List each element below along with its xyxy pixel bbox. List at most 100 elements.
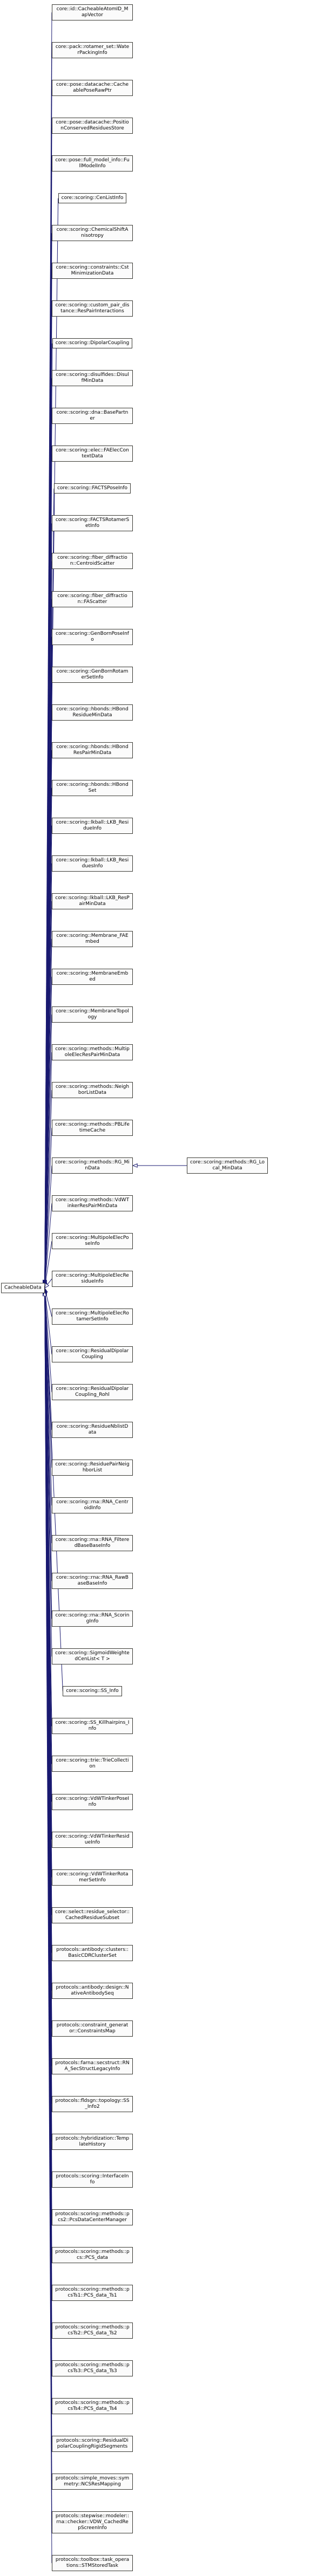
derived-class-node[interactable]: protocols::antibody::clusters::BasicCDRC… [52,1944,133,1961]
derived-class-row: core::scoring::hbonds::HBondResidueMinDa… [46,704,138,721]
derived-class-node[interactable]: core::scoring::ResidualDipolarCoupling [52,1346,133,1363]
derived-class-node[interactable]: core::pose::datacache::PositionConserved… [52,118,133,134]
derived-class-node[interactable]: core::scoring::ResidueNblistData [52,1422,133,1438]
derived-class-row: protocols::simple_moves::symmetry::NCSRe… [46,2474,138,2490]
derived-class-row: core::scoring::fiber_diffraction::Centro… [46,553,138,570]
derived-class-row: core::scoring::FACTSPoseInfo [46,483,138,494]
derived-class-node[interactable]: core::scoring::SS_Info [63,1686,122,1697]
derived-class-node[interactable]: protocols::scoring::methods::pcs::PCS_da… [52,2246,133,2263]
derived-class-node[interactable]: core::scoring::rna::RNA_CentroidInfo [52,1497,133,1514]
derived-class-node[interactable]: core::scoring::rna::RNA_ScoringInfo [52,1611,133,1627]
derived-class-row: core::scoring::hbonds::HBondSet [46,779,138,796]
derived-class-node[interactable]: core::pose::full_model_info::FullModelIn… [52,155,133,172]
derived-class-node[interactable]: core::scoring::custom_pair_distance::Res… [52,300,133,317]
derived-class-node[interactable]: core::scoring::lkball::LKB_ResPairMinDat… [52,893,133,909]
derived-class-node[interactable]: core::scoring::GenBornPoseInfo [52,628,133,645]
derived-subclass-node[interactable]: core::scoring::methods::RG_Local_MinData [187,1157,268,1174]
derived-class-node[interactable]: core::scoring::MembraneEmbed [52,968,133,985]
derived-class-node[interactable]: core::scoring::rna::RNA_FilteredBaseBase… [52,1535,133,1552]
derived-class-node[interactable]: core::scoring::lkball::LKB_ResiduesInfo [52,855,133,872]
derived-class-node[interactable]: core::scoring::rna::RNA_RawBaseBaseInfo [52,1573,133,1590]
derived-class-node[interactable]: core::scoring::MultipoleElecResidueInfo [52,1271,133,1287]
derived-class-node[interactable]: protocols::scoring::methods::pcs2::PcsDa… [52,2209,133,2225]
derived-class-node[interactable]: core::scoring::methods::PBLifetimeCache [52,1119,133,1136]
derived-class-row: protocols::antibody::design::NativeAntib… [46,1982,138,1999]
derived-class-node[interactable]: core::scoring::MultipoleElecPoseInfo [52,1233,133,1250]
derived-class-row: core::scoring::MultipoleElecRotamerSetIn… [46,1308,138,1325]
derived-class-node[interactable]: protocols::simple_moves::symmetry::NCSRe… [52,2474,133,2490]
derived-class-row: core::scoring::ResidualDipolarCoupling_R… [46,1384,138,1401]
derived-class-node[interactable]: core::scoring::fiber_diffraction::Centro… [52,553,133,570]
derived-class-node[interactable]: core::scoring::methods::RG_MinData [52,1157,133,1174]
derived-class-row: core::scoring::SigmoidWeightedCenList< T… [46,1648,138,1665]
derived-class-node[interactable]: protocols::fldsgn::topology::SS_Info2 [52,2095,133,2112]
derived-class-node[interactable]: core::pose::datacache::CacheablePoseRawP… [52,80,133,97]
derived-class-node[interactable]: core::scoring::methods::MultipoleElecRes… [52,1044,133,1060]
derived-class-node[interactable]: core::scoring::dna::BasePartner [52,408,133,424]
derived-class-node[interactable]: core::scoring::SigmoidWeightedCenList< T… [52,1648,133,1665]
derived-class-node[interactable]: core::scoring::hbonds::HBondResidueMinDa… [52,704,133,721]
derived-class-node[interactable]: core::scoring::lkball::LKB_ResidueInfo [52,817,133,834]
derived-class-node[interactable]: core::scoring::fiber_diffraction::FAScat… [52,591,133,607]
derived-class-node[interactable]: core::scoring::hbonds::HBondSet [52,779,133,796]
derived-class-node[interactable]: core::scoring::DipolarCoupling [52,338,133,349]
derived-class-node[interactable]: core::scoring::trie::TrieCollection [52,1756,133,1772]
derived-class-node[interactable]: core::scoring::ChemicalShiftAnisotropy [52,225,133,242]
derived-class-node[interactable]: core::scoring::VdWTinkerRotamerSetInfo [52,1869,133,1886]
derived-class-row: core::scoring::SS_Killhairpins_Info [46,1718,138,1735]
derived-class-node[interactable]: protocols::scoring::methods::pcsTs4::PCS… [52,2398,133,2414]
derived-class-row: core::scoring::methods::MultipoleElecRes… [46,1044,138,1060]
derived-class-node[interactable]: core::scoring::FACTSRotamerSetInfo [52,515,133,532]
derived-class-row: core::scoring::rna::RNA_FilteredBaseBase… [46,1535,138,1552]
derived-class-row: protocols::stepwise::modeler::rna::check… [46,2511,138,2534]
derived-class-node[interactable]: protocols::scoring::ResidualDipolarCoupl… [52,2436,133,2452]
base-class-node: CacheableData [1,1283,45,1293]
derived-class-row: core::scoring::lkball::LKB_ResiduesInfo [46,855,138,872]
derived-class-row: core::scoring::disulfides::DisulfMinData [46,370,138,387]
derived-class-node[interactable]: core::scoring::FACTSPoseInfo [53,483,131,494]
derived-class-row: core::scoring::VdWTinkerRotamerSetInfo [46,1869,138,1886]
derived-class-node[interactable]: protocols::scoring::methods::pcsTs3::PCS… [52,2360,133,2376]
derived-class-row: core::scoring::dna::BasePartner [46,408,138,424]
derived-class-row: core::scoring::custom_pair_distance::Res… [46,300,138,317]
derived-class-row: core::scoring::CenListInfo [46,193,138,204]
derived-class-row: core::scoring::Membrane_FAEmbed [46,930,138,947]
derived-class-node[interactable]: core::scoring::hbonds::HBondResPairMinDa… [52,742,133,758]
derived-class-node[interactable]: protocols::constraint_generator::Constra… [52,2020,133,2037]
derived-class-node[interactable]: core::scoring::GenBornRotamerSetInfo [52,666,133,683]
derived-class-node[interactable]: protocols::antibody::design::NativeAntib… [52,1982,133,1999]
derived-class-row: core::select::residue_selector::CachedRe… [46,1907,138,1923]
derived-class-node[interactable]: core::scoring::VdWTinkerResidueInfo [52,1831,133,1848]
derived-class-node[interactable]: core::scoring::ResidualDipolarCoupling_R… [52,1384,133,1401]
derived-class-node[interactable]: core::scoring::MultipoleElecRotamerSetIn… [52,1308,133,1325]
derived-class-node[interactable]: protocols::scoring::methods::pcsTs1::PCS… [52,2284,133,2301]
derived-class-row: core::scoring::MultipoleElecResidueInfo [46,1271,138,1287]
derived-class-node[interactable]: core::scoring::disulfides::DisulfMinData [52,370,133,387]
derived-class-node[interactable]: core::id::CacheableAtomID_MapVector [52,4,133,20]
derived-class-node[interactable]: core::select::residue_selector::CachedRe… [52,1907,133,1923]
derived-class-node[interactable]: core::scoring::ResiduePairNeighborList [52,1460,133,1476]
derived-class-node[interactable]: core::scoring::VdWTinkerPoseInfo [52,1793,133,1810]
derived-class-row: protocols::farna::secstruct::RNA_SecStru… [46,2058,138,2074]
derived-class-node[interactable]: protocols::hybridization::TemplateHistor… [52,2133,133,2150]
derived-class-row: protocols::scoring::ResidualDipolarCoupl… [46,2436,138,2452]
derived-class-node[interactable]: core::scoring::Membrane_FAEmbed [52,930,133,947]
derived-class-node[interactable]: protocols::toolbox::task_operations::STM… [52,2555,133,2572]
derived-class-node[interactable]: core::scoring::elec::FAElecContextData [52,446,133,462]
derived-class-node[interactable]: core::scoring::CenListInfo [58,193,127,204]
derived-class-node[interactable]: core::scoring::MembraneTopology [52,1006,133,1023]
derived-class-node[interactable]: core::scoring::constraints::CstMinimizat… [52,263,133,279]
derived-class-node[interactable]: protocols::scoring::methods::pcsTs2::PCS… [52,2322,133,2339]
derived-class-node[interactable]: core::scoring::methods::NeighborListData [52,1081,133,1098]
derived-class-row: core::scoring::ResidueNblistData [46,1422,138,1438]
derived-class-node[interactable]: protocols::scoring::InterfaceInfo [52,2171,133,2188]
derived-class-node[interactable]: core::scoring::SS_Killhairpins_Info [52,1718,133,1735]
derived-class-node[interactable]: core::pack::rotamer_set::WaterPackingInf… [52,42,133,59]
derived-class-node[interactable]: protocols::farna::secstruct::RNA_SecStru… [52,2058,133,2074]
derived-class-node[interactable]: protocols::stepwise::modeler::rna::check… [52,2511,133,2534]
derived-class-row: protocols::scoring::methods::pcsTs2::PCS… [46,2322,138,2339]
derived-class-row: core::scoring::VdWTinkerResidueInfo [46,1831,138,1848]
derived-class-node[interactable]: core::scoring::methods::VdWTinkerResPair… [52,1195,133,1211]
